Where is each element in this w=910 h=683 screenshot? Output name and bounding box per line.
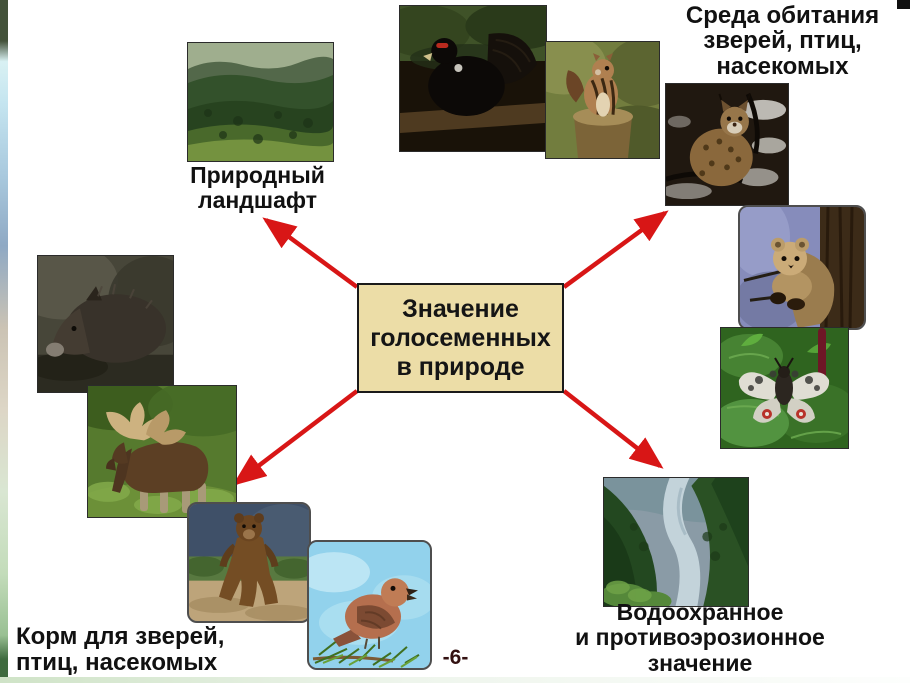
label-food: Корм для зверей, птиц, насекомых	[16, 623, 225, 676]
label-water-protection: Водоохранное и противоэрозионное значени…	[575, 599, 825, 676]
crossbill-bird-photo	[307, 540, 432, 670]
arrow-to-food	[232, 389, 359, 486]
marten-photo	[738, 205, 866, 330]
page-number: -6-	[442, 646, 469, 669]
chipmunk-photo	[545, 41, 660, 159]
forest-landscape-photo	[187, 42, 334, 162]
brown-bear-photo	[187, 502, 311, 623]
label-habitat: Среда обитания зверей, птиц, насекомых	[685, 2, 880, 80]
lynx-photo	[665, 83, 789, 206]
wild-boar-photo	[37, 255, 174, 393]
forest-valley-river-photo	[603, 477, 749, 607]
arrow-to-water-protection	[562, 389, 664, 469]
left-decor-stripe	[0, 0, 8, 683]
arrow-to-natural-landscape	[262, 217, 359, 289]
bottom-decor-bar	[0, 677, 910, 683]
center-concept-box: Значение голосеменных в природе	[357, 283, 564, 393]
apollo-butterfly-photo	[720, 327, 849, 449]
arrow-to-habitat	[562, 210, 669, 289]
label-natural-landscape: Природный ландшафт	[190, 162, 325, 214]
capercaillie-photo	[399, 5, 547, 152]
top-right-corner-mark	[897, 0, 910, 9]
moose-photo	[87, 385, 237, 518]
